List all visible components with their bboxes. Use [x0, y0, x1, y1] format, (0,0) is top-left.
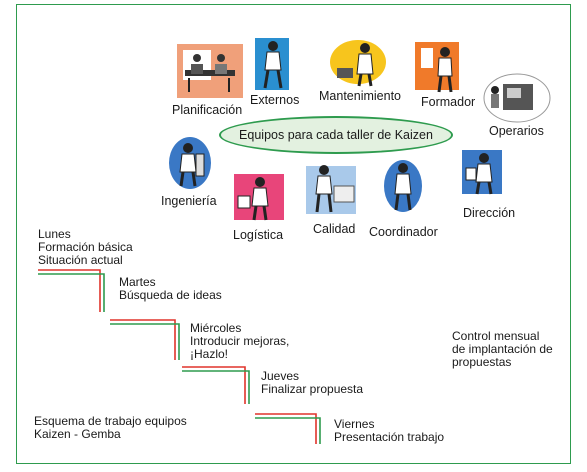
scheme-note-line: Esquema de trabajo equipos [34, 414, 187, 428]
role-label-mantenimiento: Mantenimiento [319, 89, 401, 103]
role-label-logistica: Logística [233, 228, 284, 242]
day-task: Búsqueda de ideas [119, 288, 222, 302]
logistics-worker-icon [234, 174, 284, 221]
meeting-icon [177, 44, 243, 98]
day-name: Miércoles [190, 321, 242, 335]
worker-icon [255, 38, 289, 90]
role-label-externos: Externos [250, 93, 300, 107]
role-label-planificacion: Planificación [172, 103, 243, 117]
role-label-calidad: Calidad [313, 222, 356, 236]
engineer-icon [169, 137, 211, 189]
director-icon [462, 150, 502, 195]
control-note-line: Control mensual [452, 329, 540, 343]
role-label-ingenieria: Ingeniería [161, 194, 217, 208]
day-name: Lunes [38, 227, 71, 241]
person-on-phone-icon [330, 40, 386, 87]
day-name: Martes [119, 275, 156, 289]
role-label-coordinador: Coordinador [369, 225, 438, 239]
center-oval: Equipos para cada taller de Kaizen [219, 116, 453, 154]
diagram-frame [16, 4, 571, 464]
center-label: Equipos para cada taller de Kaizen [239, 128, 433, 142]
day-task: Introducir mejoras, [190, 334, 290, 348]
role-label-direccion: Dirección [463, 206, 516, 220]
role-label-operarios: Operarios [489, 124, 544, 138]
role-label-formador: Formador [421, 95, 476, 109]
coordinator-icon [384, 160, 422, 212]
day-task: ¡Hazlo! [190, 347, 229, 361]
day-task: Presentación trabajo [334, 430, 445, 444]
day-task: Formación básica [38, 240, 133, 254]
day-name: Jueves [261, 369, 300, 383]
day-name: Viernes [334, 417, 375, 431]
operator-at-machine-icon [483, 73, 551, 123]
trainer-icon [415, 42, 459, 93]
scheme-note-line: Kaizen - Gemba [34, 427, 121, 441]
day-task: Finalizar propuesta [261, 382, 364, 396]
control-note-line: de implantación de [452, 342, 553, 356]
inspector-icon [306, 165, 356, 214]
day-task: Situación actual [38, 253, 123, 267]
control-note-line: propuestas [452, 355, 512, 369]
